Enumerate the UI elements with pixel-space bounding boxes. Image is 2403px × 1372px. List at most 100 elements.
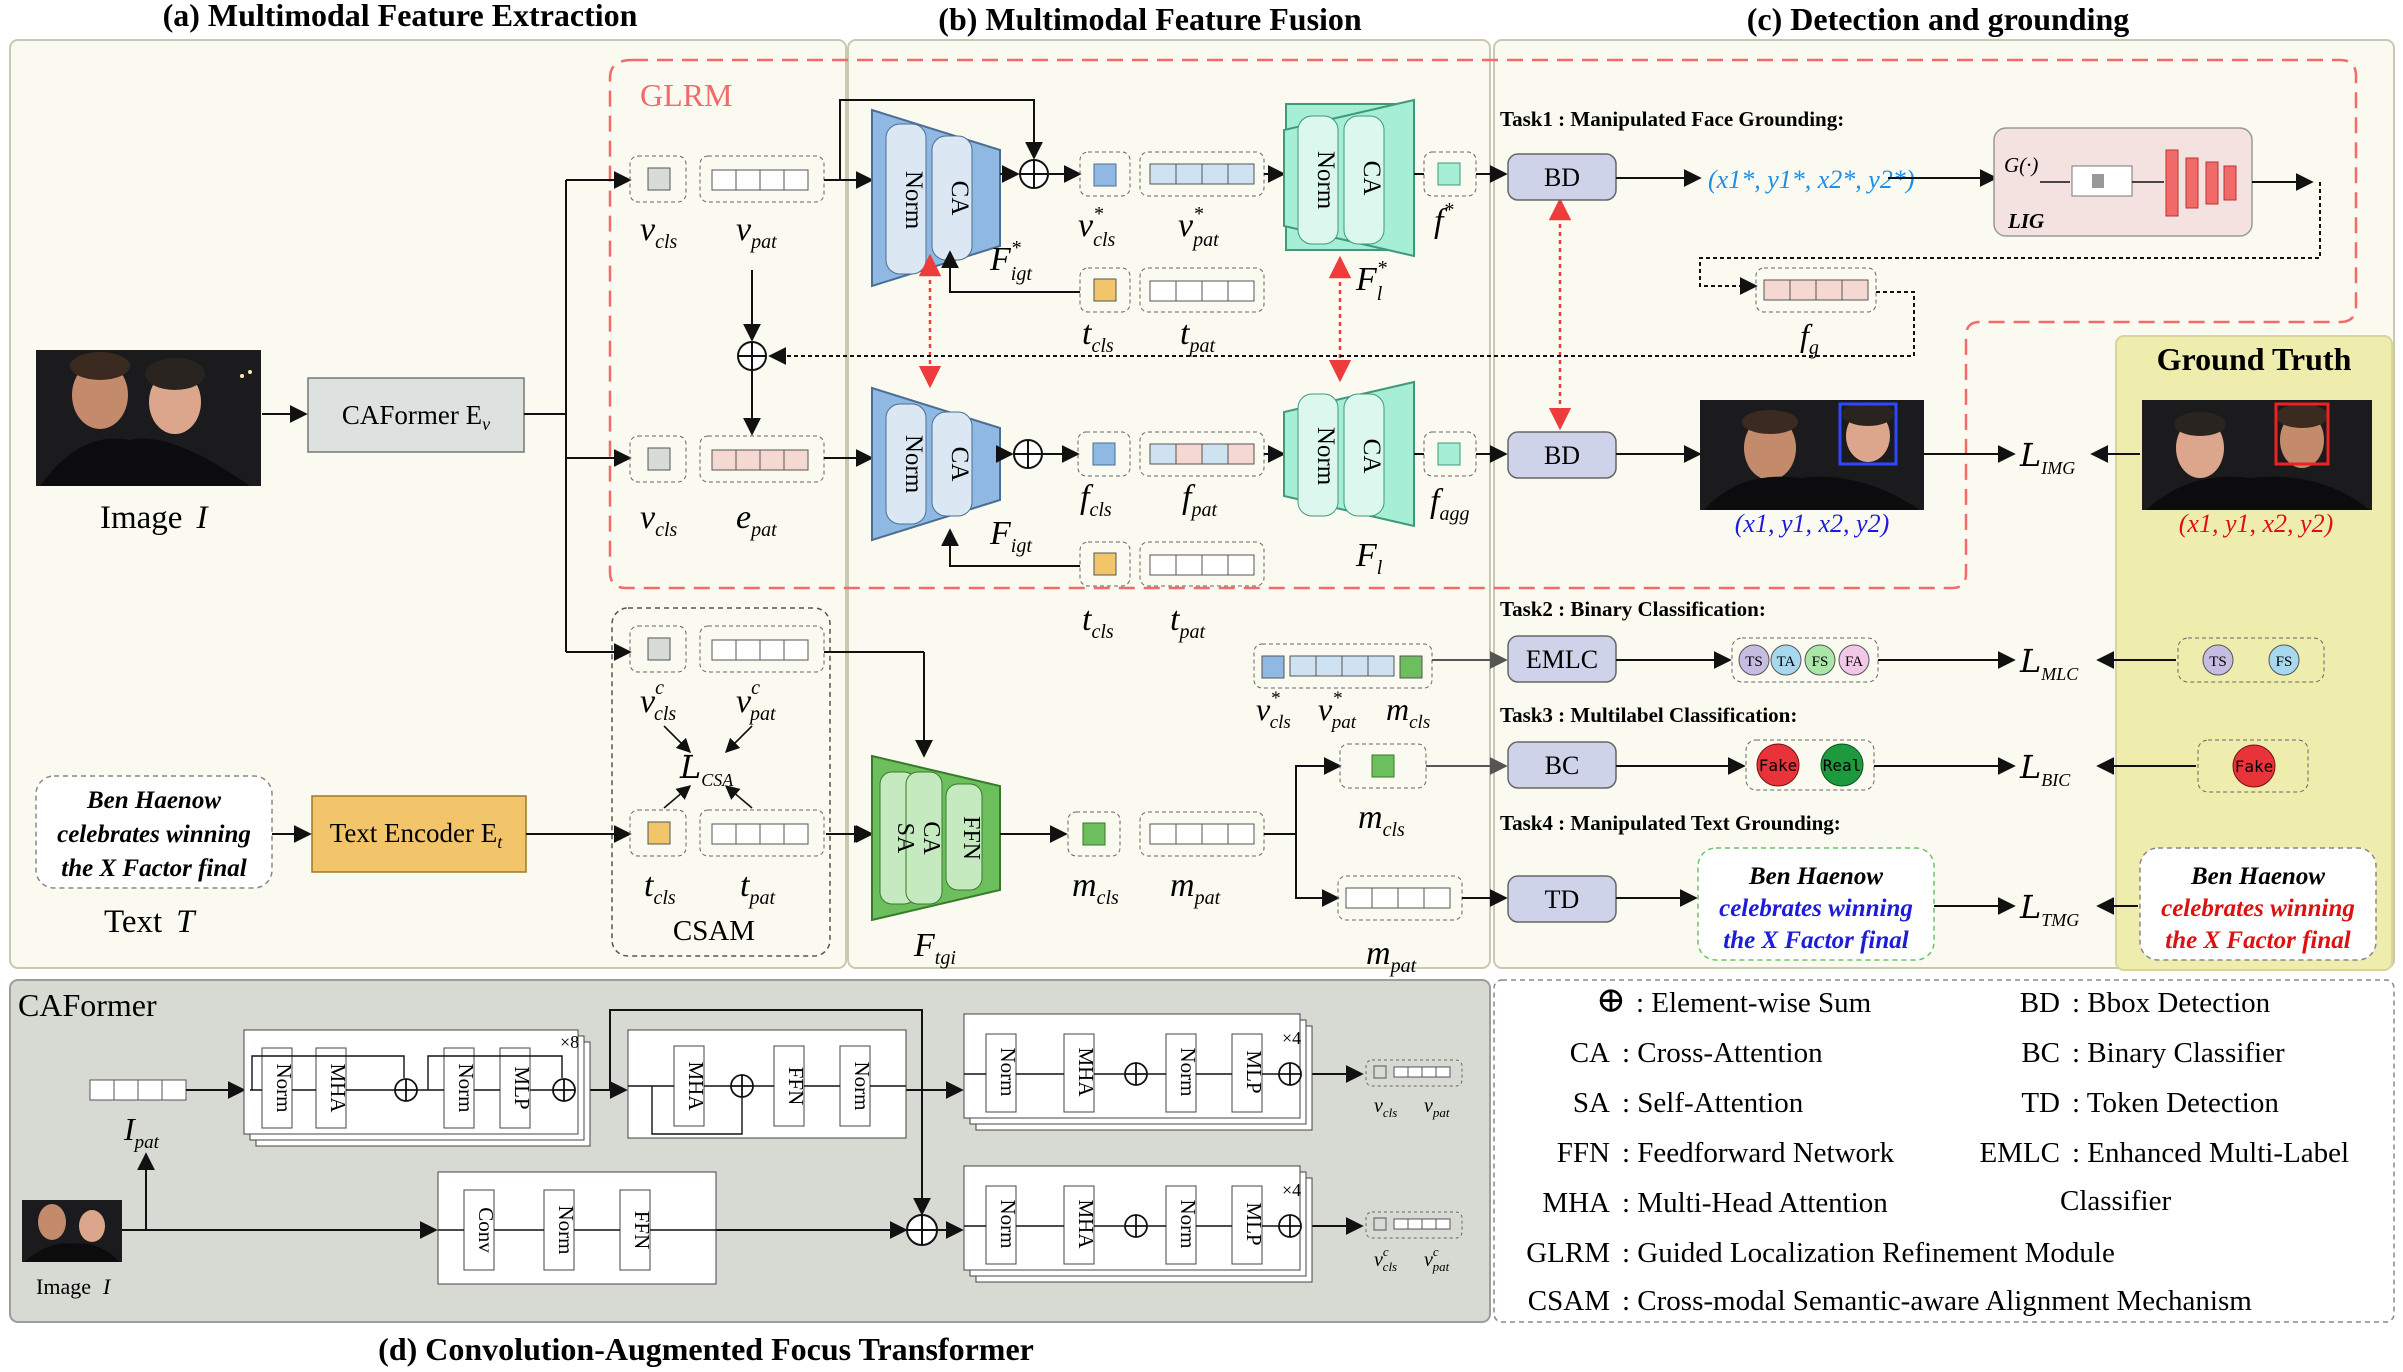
label-epat: epat — [736, 499, 777, 541]
out-upper-tokens — [1373, 1065, 1451, 1079]
gt-chip-ts: TS — [2202, 644, 2234, 676]
out-upper-vpat: vpat — [1424, 1095, 1450, 1120]
token-fagg-frame — [1423, 431, 1477, 477]
gt-text-line1: Ben Haenow — [2190, 863, 2325, 890]
fl-ca: CA — [1358, 439, 1385, 474]
label-vcls-star: v*cls — [1078, 203, 1116, 251]
token-mcls — [1082, 822, 1106, 846]
stage2-block[interactable] — [627, 1029, 907, 1139]
legend-right-key-0: BD — [2020, 987, 2060, 1019]
stage1-repeat: ×8 — [560, 1032, 579, 1052]
fl-star-ca: CA — [1358, 161, 1385, 196]
fl-star-label: F*l — [1355, 257, 1387, 305]
figt-norm: Norm — [900, 435, 927, 494]
token-tpat-top — [1149, 280, 1255, 302]
module-fl-star[interactable] — [1283, 98, 1415, 258]
csam-label: CSAM — [673, 915, 755, 947]
legend-val-5: : Guided Localization Refinement Module — [1622, 1237, 2115, 1269]
module-ftgi[interactable] — [871, 754, 1001, 922]
token-tcls-top — [1093, 278, 1117, 302]
chip-ta: TA — [1770, 644, 1802, 676]
pred-image — [1700, 400, 1924, 510]
ftgi-ffn: FFN — [958, 816, 984, 860]
token-vcls-mid-frame — [629, 435, 687, 483]
label-mpat2: mpat — [1366, 935, 1417, 977]
caformer-encoder-box[interactable] — [307, 377, 525, 453]
legend-right-val-1: : Binary Classifier — [2072, 1037, 2285, 1069]
figt-star-label: F*igt — [989, 237, 1032, 285]
legend-right: BD : Bbox Detection BC : Binary Classifi… — [1979, 987, 2349, 1217]
text-encoder-box[interactable] — [311, 795, 527, 873]
task4-title: Task4 : Manipulated Text Grounding: — [1500, 811, 1841, 835]
token-tcls-mid — [1093, 552, 1117, 576]
token-tpat-mid-frame — [1139, 541, 1265, 587]
module-figt[interactable] — [871, 386, 1001, 542]
label-tcls-c: tcls — [644, 867, 676, 909]
fl-norm: Norm — [1312, 427, 1339, 486]
token-tpat-mid — [1149, 554, 1255, 576]
input-image — [36, 350, 261, 486]
token-fg-frame — [1755, 267, 1877, 313]
token-epat — [711, 449, 809, 471]
caformer-encoder-label: CAFormer Ev — [342, 400, 490, 434]
svg-text:Fake: Fake — [1759, 756, 1798, 775]
glrm-label: GLRM — [640, 77, 732, 113]
out-upper-frame — [1365, 1059, 1463, 1087]
gt-coords: (x1, y1, x2, y2) — [2179, 509, 2333, 538]
lig-module[interactable] — [1993, 127, 2253, 237]
token-vpat-star — [1149, 163, 1255, 185]
legend-right-val-4: Classifier — [2060, 1185, 2171, 1217]
label-fpat: fpat — [1182, 479, 1217, 521]
conv-block[interactable] — [437, 1171, 717, 1285]
sum-node-mid — [1013, 439, 1043, 469]
legend-val-2: : Self-Attention — [1622, 1087, 1804, 1119]
gt-fake: Fake — [2232, 744, 2276, 788]
section-title-c: (c) Detection and grounding — [1747, 1, 2130, 37]
out-lower-tokens — [1373, 1217, 1451, 1231]
small-image — [22, 1200, 122, 1262]
stage1-stack[interactable] — [243, 1029, 591, 1147]
bd-box-1-label: BD — [1544, 163, 1580, 192]
module-fl[interactable] — [1283, 380, 1415, 528]
stage3-upper-norm2: Norm — [1176, 1048, 1200, 1097]
gt-chips-frame — [2177, 637, 2325, 683]
emlc-box-label: EMLC — [1526, 645, 1598, 674]
stage3-lower[interactable] — [963, 1165, 1313, 1283]
stage3-upper[interactable] — [963, 1013, 1313, 1131]
pred-text-frame — [1697, 847, 1935, 961]
token-vpat-c-frame — [699, 625, 825, 673]
token-vcls-c-frame — [629, 625, 687, 673]
fusion-bottom-arrows — [1264, 757, 1342, 907]
stage2-ffn: FFN — [784, 1067, 808, 1106]
stage2-mha: MHA — [684, 1061, 708, 1111]
input-text-line2: celebrates winning — [57, 821, 251, 848]
sum-node-caformer — [906, 1214, 938, 1246]
module-figt-star[interactable] — [871, 108, 1001, 288]
fl-label: Fl — [1355, 537, 1383, 579]
stage3-upper-norm1: Norm — [996, 1048, 1020, 1097]
label-tpat-top: tpat — [1180, 315, 1215, 357]
chip-fa: FA — [1838, 644, 1870, 676]
token-fcls-frame — [1077, 431, 1131, 477]
loss-bic: LBIC — [2019, 748, 2071, 790]
conv-norm: Norm — [554, 1206, 578, 1255]
chip-fs: FS — [1804, 644, 1836, 676]
stage1-mlp: MLP — [510, 1066, 534, 1109]
token-vcls-top — [647, 167, 671, 191]
token-vcls-c — [647, 637, 671, 661]
input-text-box — [35, 775, 273, 889]
label-tcls-mid: tcls — [1082, 601, 1114, 643]
label-tpat-c: tpat — [740, 867, 775, 909]
label-vcls-mid: vcls — [640, 499, 678, 541]
gt-chip-fs: FS — [2268, 644, 2300, 676]
token-mcls2 — [1371, 754, 1395, 778]
token-tpat-c — [711, 823, 809, 845]
token-fagg — [1437, 442, 1461, 466]
token-tcls-top-frame — [1079, 267, 1131, 313]
legend-key-5: GLRM — [1526, 1237, 1610, 1269]
